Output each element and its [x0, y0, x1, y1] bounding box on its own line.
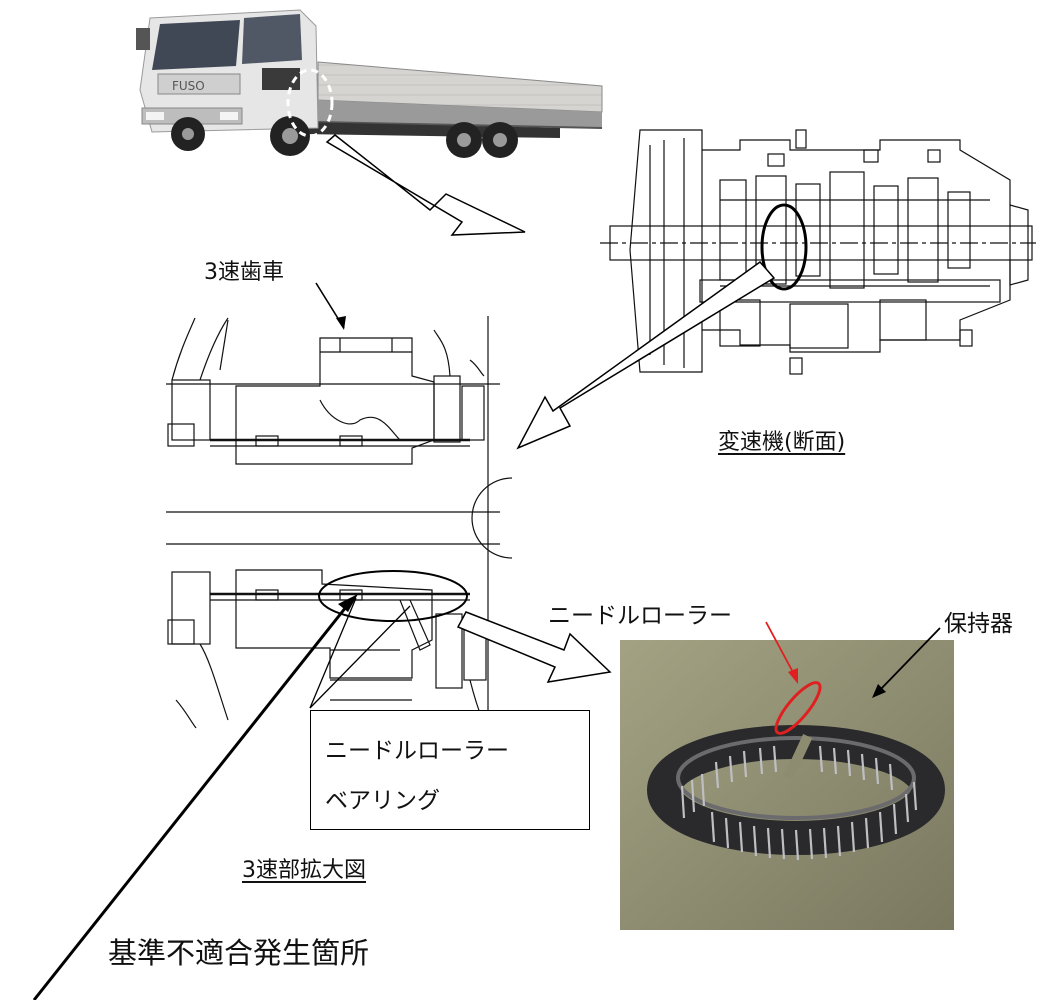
bearing-label-line2: ベアリング: [325, 788, 440, 814]
arrow-enlarged-to-photo: [456, 611, 612, 683]
retainer-label: 保持器: [944, 611, 1013, 637]
enlarged-gear-drawing: [166, 316, 513, 729]
arrow-transmission-to-enlarged: [516, 260, 776, 450]
truck-logo-text: FUSO: [172, 79, 205, 93]
arrow-truck-to-transmission: [325, 134, 526, 236]
nonconformity-leader-line: [32, 601, 352, 1000]
enlarged-view-caption: 3速部拡大図: [242, 858, 366, 883]
bearing-label-box: ニードルローラー ベアリング: [310, 710, 590, 830]
needle-roller-highlight: [774, 681, 822, 735]
needle-roller-label: ニードルローラー: [548, 603, 732, 629]
bearing-label-line1: ニードルローラー: [325, 738, 509, 764]
truck-location-circle: [286, 68, 334, 138]
transmission-focus-ellipse: [760, 203, 808, 291]
bearing-focus-ellipse: [318, 570, 468, 622]
truck-image: FUSO: [136, 9, 603, 158]
gear-3rd-label: 3速歯車: [204, 260, 284, 285]
transmission-section-caption: 変速機(断面): [718, 430, 846, 455]
nonconformity-location-label: 基準不適合発生箇所: [108, 936, 370, 970]
needle-bearing-photo: [620, 640, 954, 930]
